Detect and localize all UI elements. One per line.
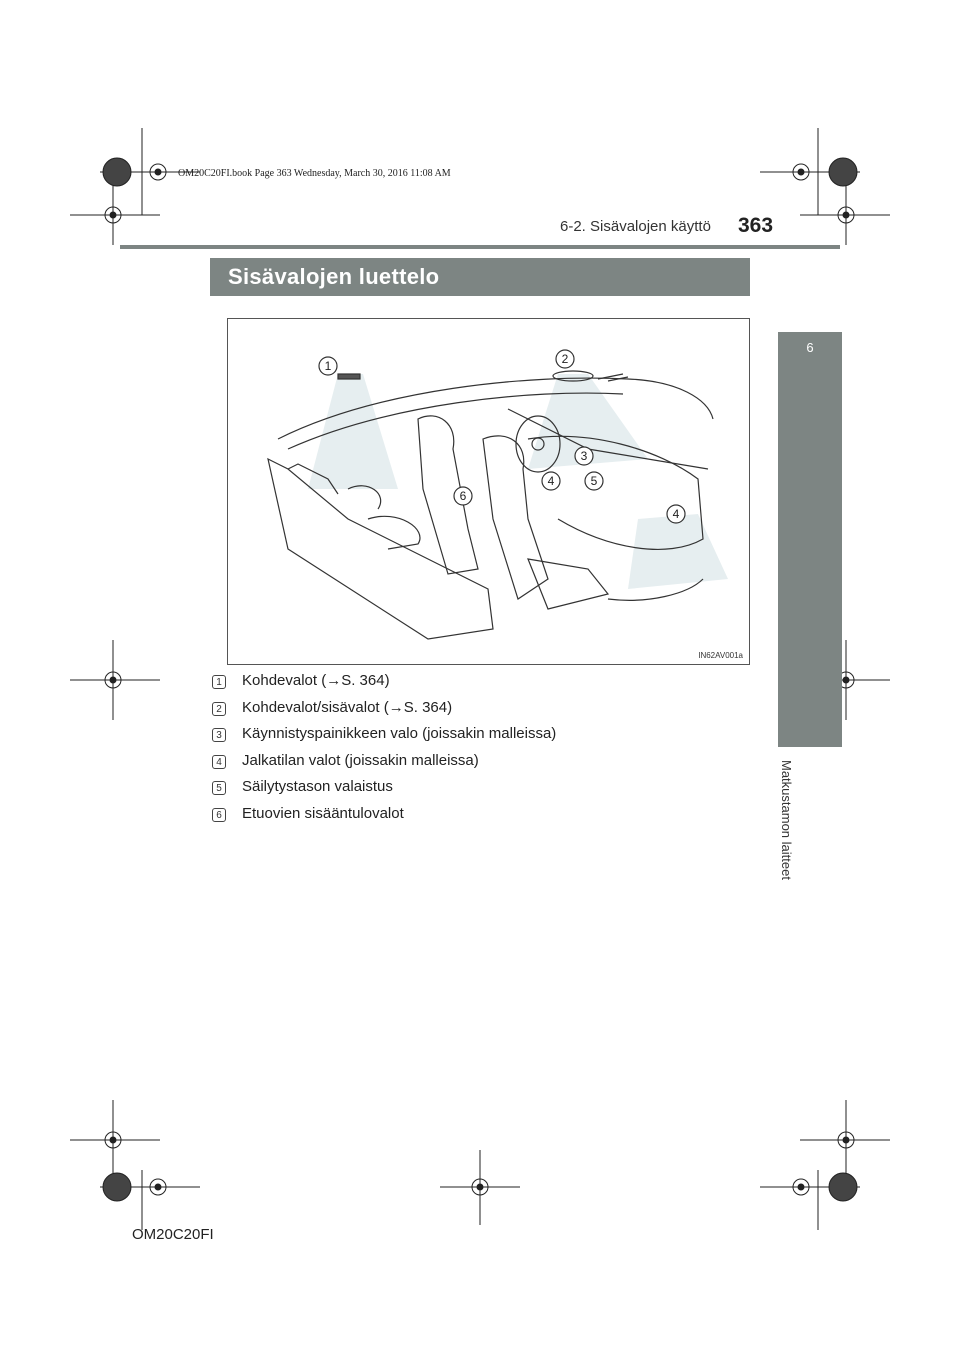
legend-text: Käynnistyspainikkeen valo (joissakin mal… <box>242 725 557 742</box>
title-bar: Sisävalojen luettelo <box>210 258 750 296</box>
legend-text: Kohdevalot (→S. 364) <box>242 672 390 689</box>
callout-3-label: 3 <box>581 449 588 463</box>
book-info-line: OM20C20FI.book Page 363 Wednesday, March… <box>178 168 451 179</box>
legend-item: 5 Säilytystason valaistus <box>212 778 732 805</box>
chapter-title-text: Matkustamon laitteet <box>779 760 794 880</box>
callout-4b <box>666 504 686 524</box>
legend-text: Kohdevalot/sisävalot (→S. 364) <box>242 698 453 716</box>
figure-code: IN62AV001a <box>698 651 743 660</box>
legend-number-box: 4 <box>212 754 226 769</box>
page-number: 363 <box>738 214 774 237</box>
callout-4a-label: 4 <box>548 474 555 488</box>
legend-item: 2 Kohdevalot/sisävalot (→S. 364) <box>212 699 732 726</box>
legend-text: Etuovien sisääntulovalot <box>242 804 404 822</box>
header-rule <box>120 245 840 249</box>
legend-item: 6 Etuovien sisääntulovalot <box>212 805 732 832</box>
callout-5-label: 5 <box>591 474 598 488</box>
callout-2 <box>555 349 575 369</box>
legend-number-box: 3 <box>212 728 226 742</box>
chapter-number: 6 <box>806 340 814 355</box>
legend-number-box: 1 <box>212 675 226 689</box>
legend-number-box: 2 <box>212 701 226 716</box>
legend-item: 1 Kohdevalot (→S. 364) <box>212 672 732 699</box>
legend-text: Säilytystason valaistus <box>242 778 393 795</box>
legend-number-box: 6 <box>212 807 226 822</box>
legend-text: Jalkatilan valot (joissakin malleissa) <box>242 751 479 769</box>
page-title: Sisävalojen luettelo <box>228 264 440 289</box>
callout-6 <box>453 486 473 506</box>
footer-code: OM20C20FI <box>132 1226 214 1243</box>
section-title: 6-2. Sisävalojen käyttö <box>560 218 711 235</box>
legend-list: 1 Kohdevalot (→S. 364) 2 Kohdevalot/sisä… <box>212 672 732 831</box>
chapter-tab: 6 <box>778 332 842 747</box>
callout-1 <box>318 356 338 376</box>
callout-1-label: 1 <box>325 359 332 373</box>
legend-item: 3 Käynnistyspainikkeen valo (joissakin m… <box>212 725 732 752</box>
callout-3 <box>574 446 594 466</box>
legend-number-box: 5 <box>212 781 226 795</box>
callout-markers: 1 2 3 4 5 4 6 <box>318 349 686 524</box>
callout-2-label: 2 <box>562 352 569 366</box>
chapter-title: Matkustamon laitteet <box>772 760 802 900</box>
legend-item: 4 Jalkatilan valot (joissakin malleissa) <box>212 752 732 779</box>
interior-lights-figure: 1 2 3 4 5 4 6 IN62AV001a <box>227 318 750 665</box>
callout-4a <box>541 471 561 491</box>
callout-4b-label: 4 <box>673 507 680 521</box>
callout-5 <box>584 471 604 491</box>
callout-6-label: 6 <box>460 489 467 503</box>
car-interior-illustration: 1 2 3 4 5 4 6 <box>267 349 728 640</box>
